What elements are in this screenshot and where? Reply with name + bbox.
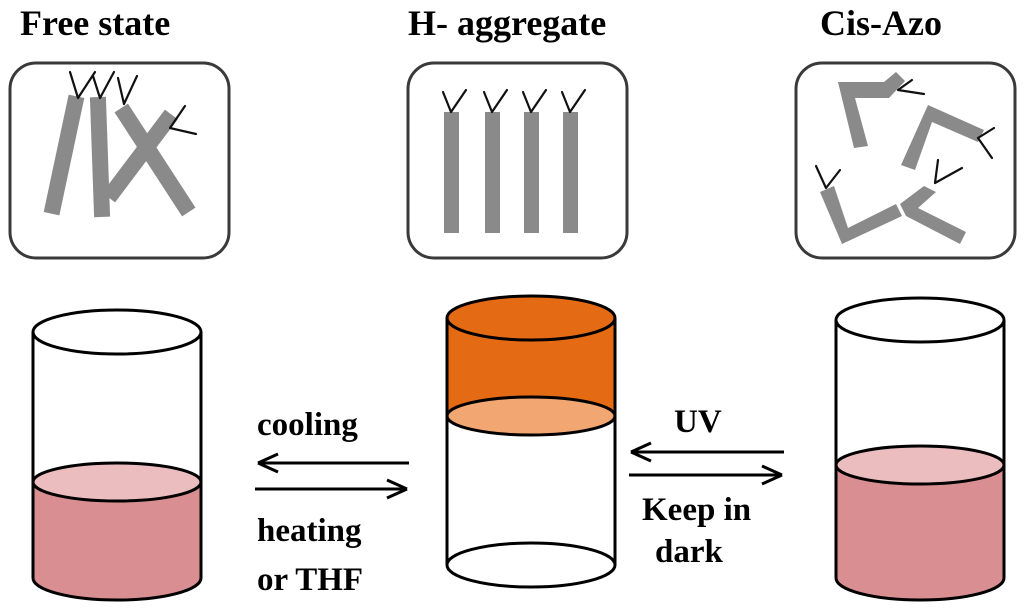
liquid-surface — [834, 444, 1006, 486]
arrow-left — [257, 452, 409, 474]
h-aggregate-vial — [445, 294, 617, 589]
pink-liquid — [33, 482, 201, 600]
rod — [444, 112, 459, 233]
free-state-tails — [68, 70, 198, 136]
free-state-title: Free state — [20, 3, 170, 43]
arrow-left — [630, 441, 784, 463]
uv-label: UV — [674, 404, 722, 440]
vial-rim — [31, 308, 203, 356]
or-thf-label: or THF — [257, 562, 363, 598]
free-state-panel — [8, 61, 231, 260]
cis-azo-title: Cis-Azo — [820, 3, 942, 43]
cis-azo-tails — [814, 78, 996, 190]
rod — [43, 94, 85, 216]
arrow-right — [629, 464, 783, 486]
rod — [524, 112, 539, 233]
bent-rod — [901, 105, 984, 170]
pink-liquid — [836, 465, 1004, 600]
vial-bottom — [445, 541, 617, 589]
rod — [114, 103, 196, 217]
arrow-right — [255, 478, 408, 500]
h-aggregate-title: H- aggregate — [408, 3, 606, 43]
vial-body — [31, 332, 203, 602]
left-equilibrium-arrows: cooling heating or THF — [255, 407, 409, 598]
vial-body — [445, 318, 617, 565]
free-state-rods — [43, 94, 196, 218]
liquid-surface — [31, 461, 203, 503]
rod — [563, 112, 578, 233]
dark-label: dark — [655, 534, 724, 570]
keep-in-label: Keep in — [642, 492, 751, 528]
vial-body — [834, 320, 1006, 602]
rod — [102, 109, 178, 203]
heating-label: heating — [257, 513, 362, 549]
free-state-box — [8, 61, 231, 260]
h-aggregate-rods — [444, 112, 578, 233]
bent-rod — [838, 72, 905, 148]
bent-rod — [900, 186, 966, 244]
h-aggregate-panel — [406, 61, 629, 260]
gel-top — [445, 294, 617, 342]
h-aggregate-tails — [441, 88, 587, 114]
cis-azo-bent-rods — [820, 72, 984, 244]
rod — [485, 112, 500, 233]
cooling-label: cooling — [257, 407, 358, 443]
h-aggregate-box — [406, 61, 629, 260]
bent-rod — [820, 186, 902, 244]
free-state-vial — [31, 308, 203, 602]
cis-azo-vial — [834, 296, 1006, 602]
right-equilibrium-arrows: UV Keep in dark — [629, 404, 784, 570]
gel-surface — [445, 395, 617, 437]
rod — [89, 96, 111, 218]
cis-azo-panel — [794, 61, 1017, 260]
vial-rim — [834, 296, 1006, 344]
